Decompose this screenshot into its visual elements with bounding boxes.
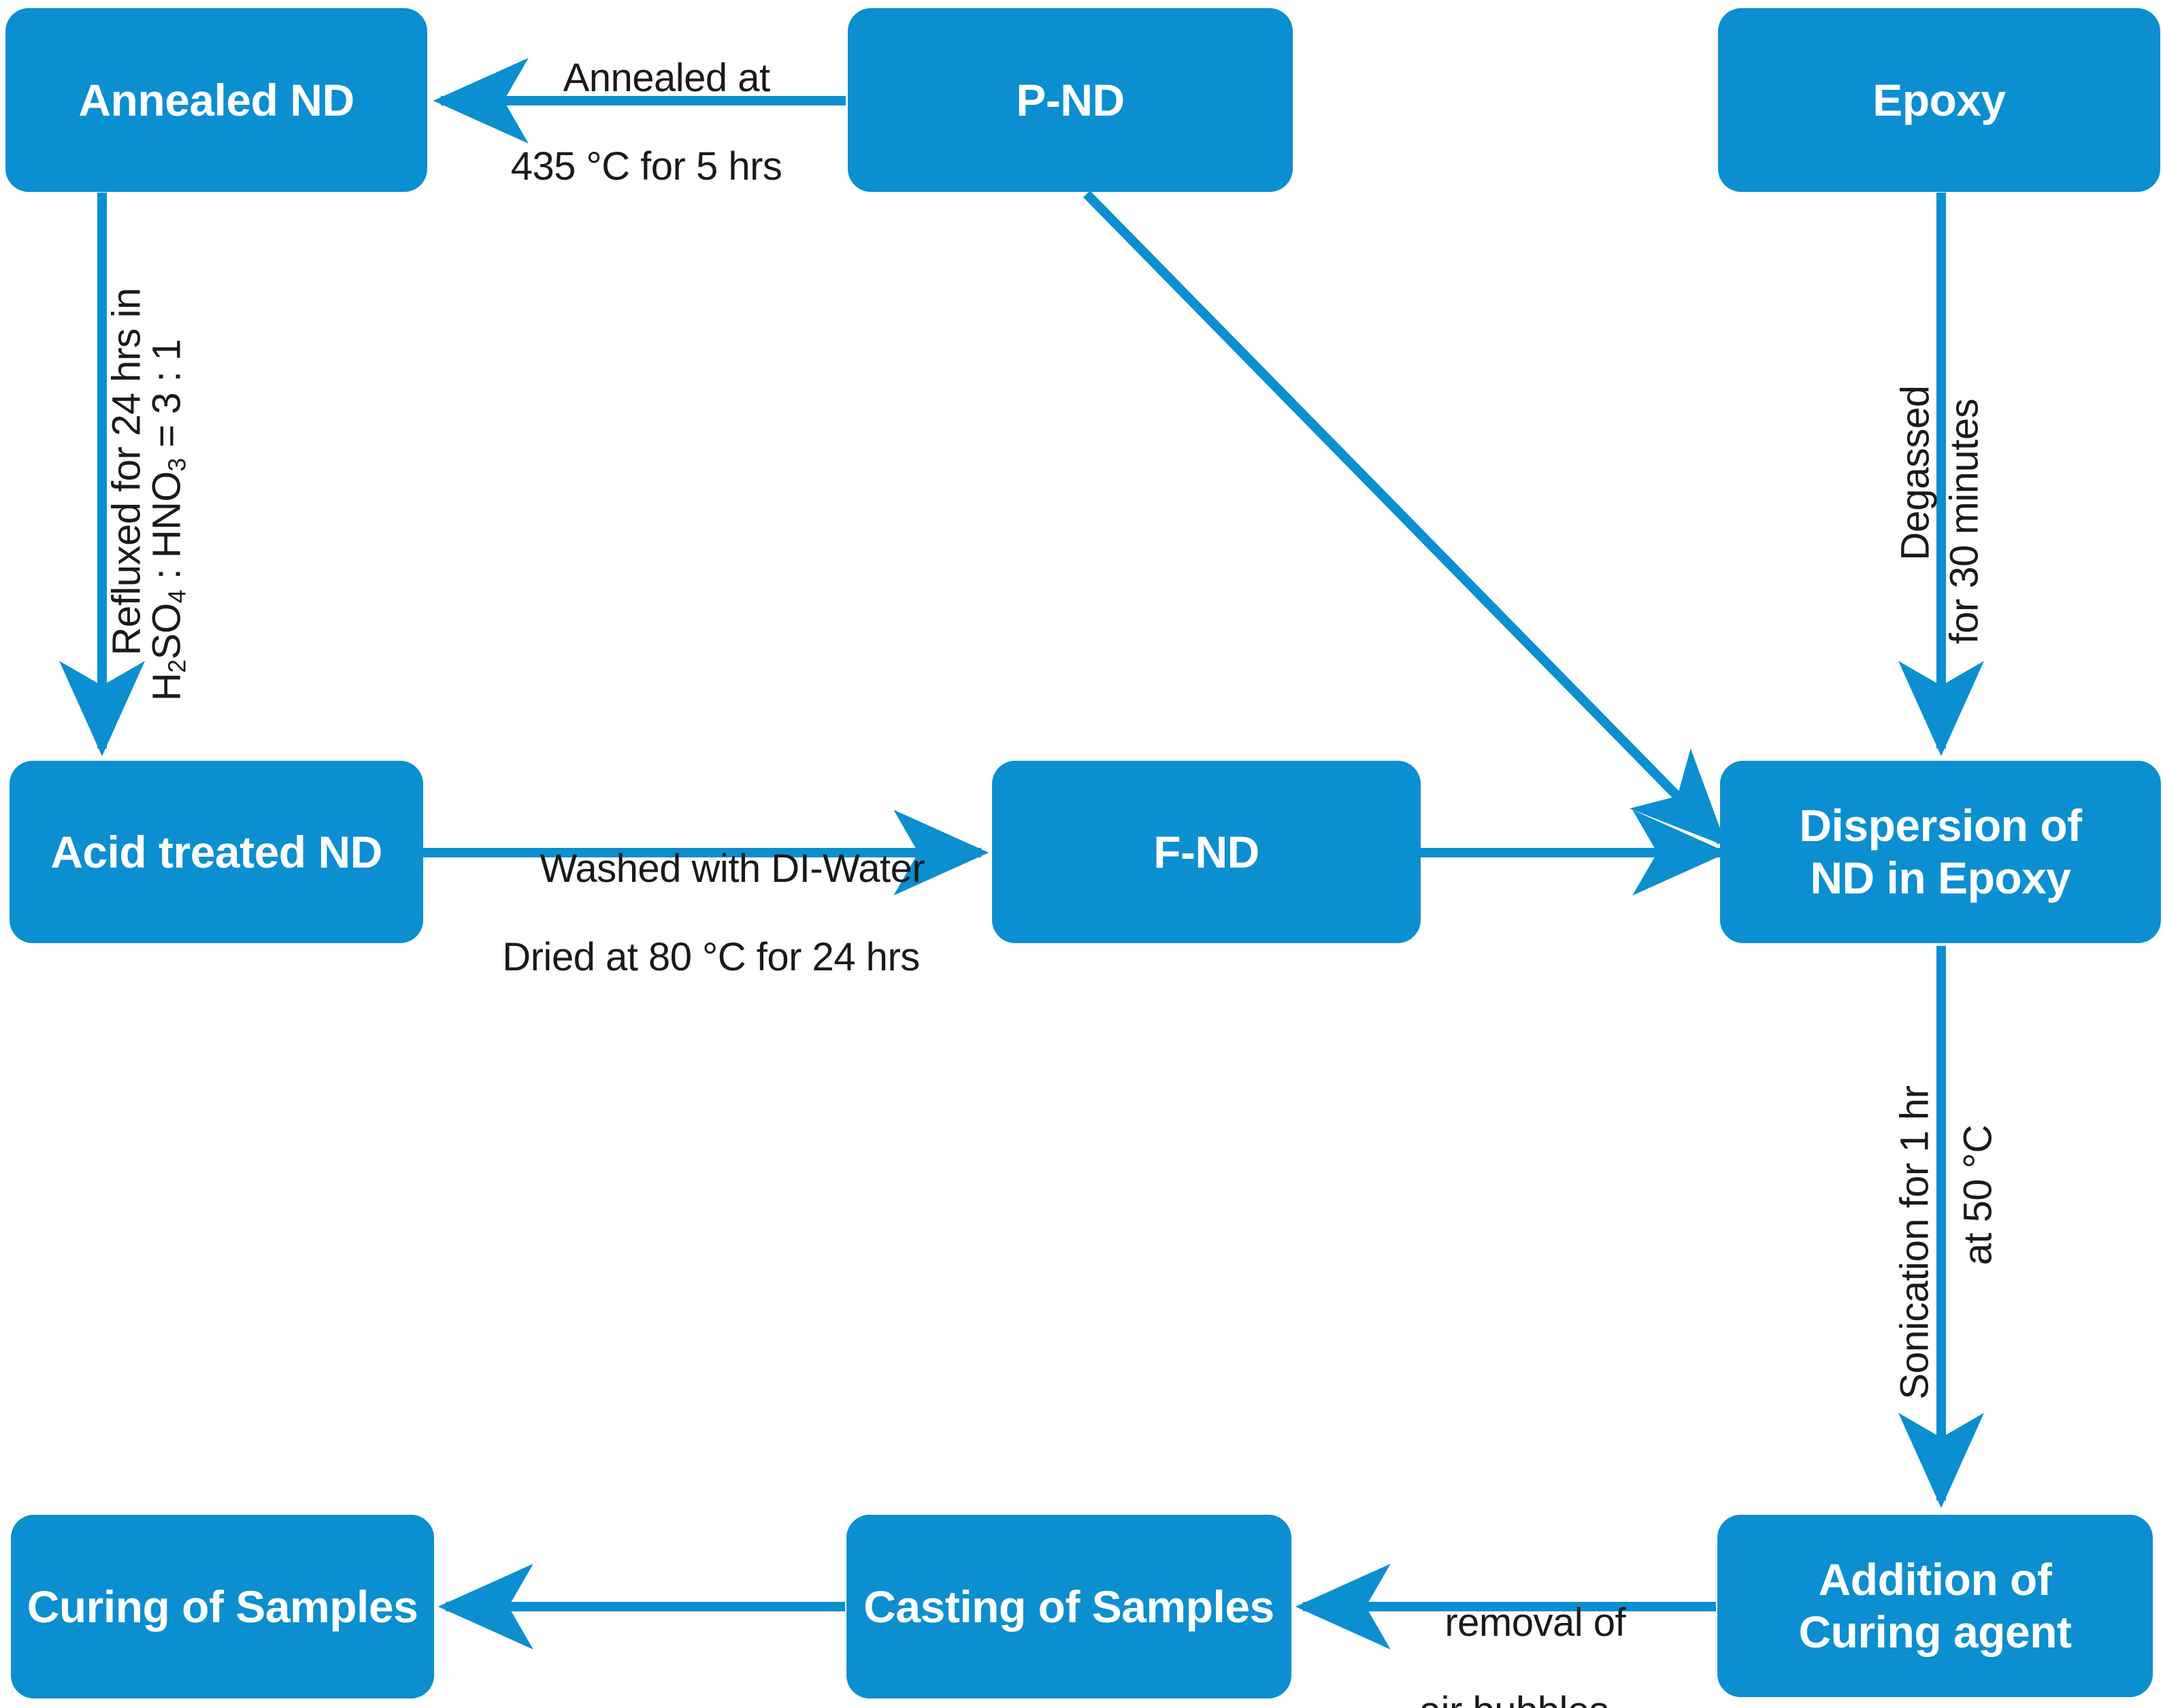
node-casting-of-samples-label: Casting of Samples <box>863 1581 1274 1632</box>
node-dispersion-of-nd-in-epoxy[interactable]: Dispersion of ND in Epoxy <box>1720 761 2161 943</box>
node-p-nd-label: P-ND <box>1016 74 1125 125</box>
edge-label-epoxy-to-dispersion-line2: for 30 minutes <box>1899 372 2032 712</box>
edge-p-nd-to-dispersion <box>1083 191 1727 847</box>
node-epoxy-label: Epoxy <box>1872 74 2006 125</box>
node-f-nd[interactable]: F-ND <box>992 761 1421 943</box>
node-annealed-nd[interactable]: Annealed ND <box>5 8 427 192</box>
node-curing-agent-label-line2: Curing agent <box>1798 1607 2073 1657</box>
node-dispersion-label-line1: Dispersion of <box>1799 800 2082 851</box>
node-addition-of-curing-agent[interactable]: Addition of Curing agent <box>1717 1515 2153 1697</box>
node-acid-treated-nd[interactable]: Acid treated ND <box>10 761 423 943</box>
node-curing-of-samples-label: Curing of Samples <box>27 1581 418 1632</box>
edge-label-curing-agent-to-casting: removal of air bubbles <box>1330 1557 1698 1708</box>
node-curing-of-samples[interactable]: Curing of Samples <box>11 1515 434 1698</box>
node-casting-of-samples[interactable]: Casting of Samples <box>846 1515 1291 1698</box>
node-annealed-nd-label: Annealed ND <box>78 74 354 125</box>
node-f-nd-label: F-ND <box>1153 826 1259 877</box>
edge-label-annealed-to-acid-line2: H2SO4 : HNO3 = 3 : 1 <box>101 331 235 753</box>
edge-label-sonication-line2: at 50 °C <box>1955 1125 2000 1266</box>
edge-label-annealed-line2: 435 °C for 5 hrs <box>510 144 782 188</box>
node-curing-agent-label-line1: Addition of <box>1818 1554 2052 1605</box>
edge-label-removal-line2: air bubbles <box>1330 1689 1698 1708</box>
edge-label-reflux-line2: H2SO4 : HNO3 = 3 : 1 <box>144 339 191 702</box>
node-epoxy[interactable]: Epoxy <box>1718 8 2160 192</box>
edge-label-washed-line2: Dried at 80 °C for 24 hrs <box>502 934 920 979</box>
node-dispersion-label-line2: ND in Epoxy <box>1810 853 2071 903</box>
edge-label-dispersion-to-curing-agent-line2: at 50 °C <box>1913 1032 2045 1400</box>
node-acid-treated-nd-label: Acid treated ND <box>50 826 382 877</box>
node-p-nd[interactable]: P-ND <box>848 8 1293 192</box>
edge-label-annealed-line1: Annealed at <box>563 55 771 100</box>
edge-label-p-nd-to-annealed-nd: Annealed at 435 °C for 5 hrs <box>476 12 816 278</box>
edge-label-removal-line1: removal of <box>1444 1600 1626 1645</box>
edge-label-washed-line1: Washed with DI-Water <box>540 846 925 891</box>
edge-label-acid-to-fnd: Washed with DI-Water Dried at 80 °C for … <box>442 803 980 1068</box>
edge-label-degassed-line2: for 30 minutes <box>1942 398 1987 644</box>
